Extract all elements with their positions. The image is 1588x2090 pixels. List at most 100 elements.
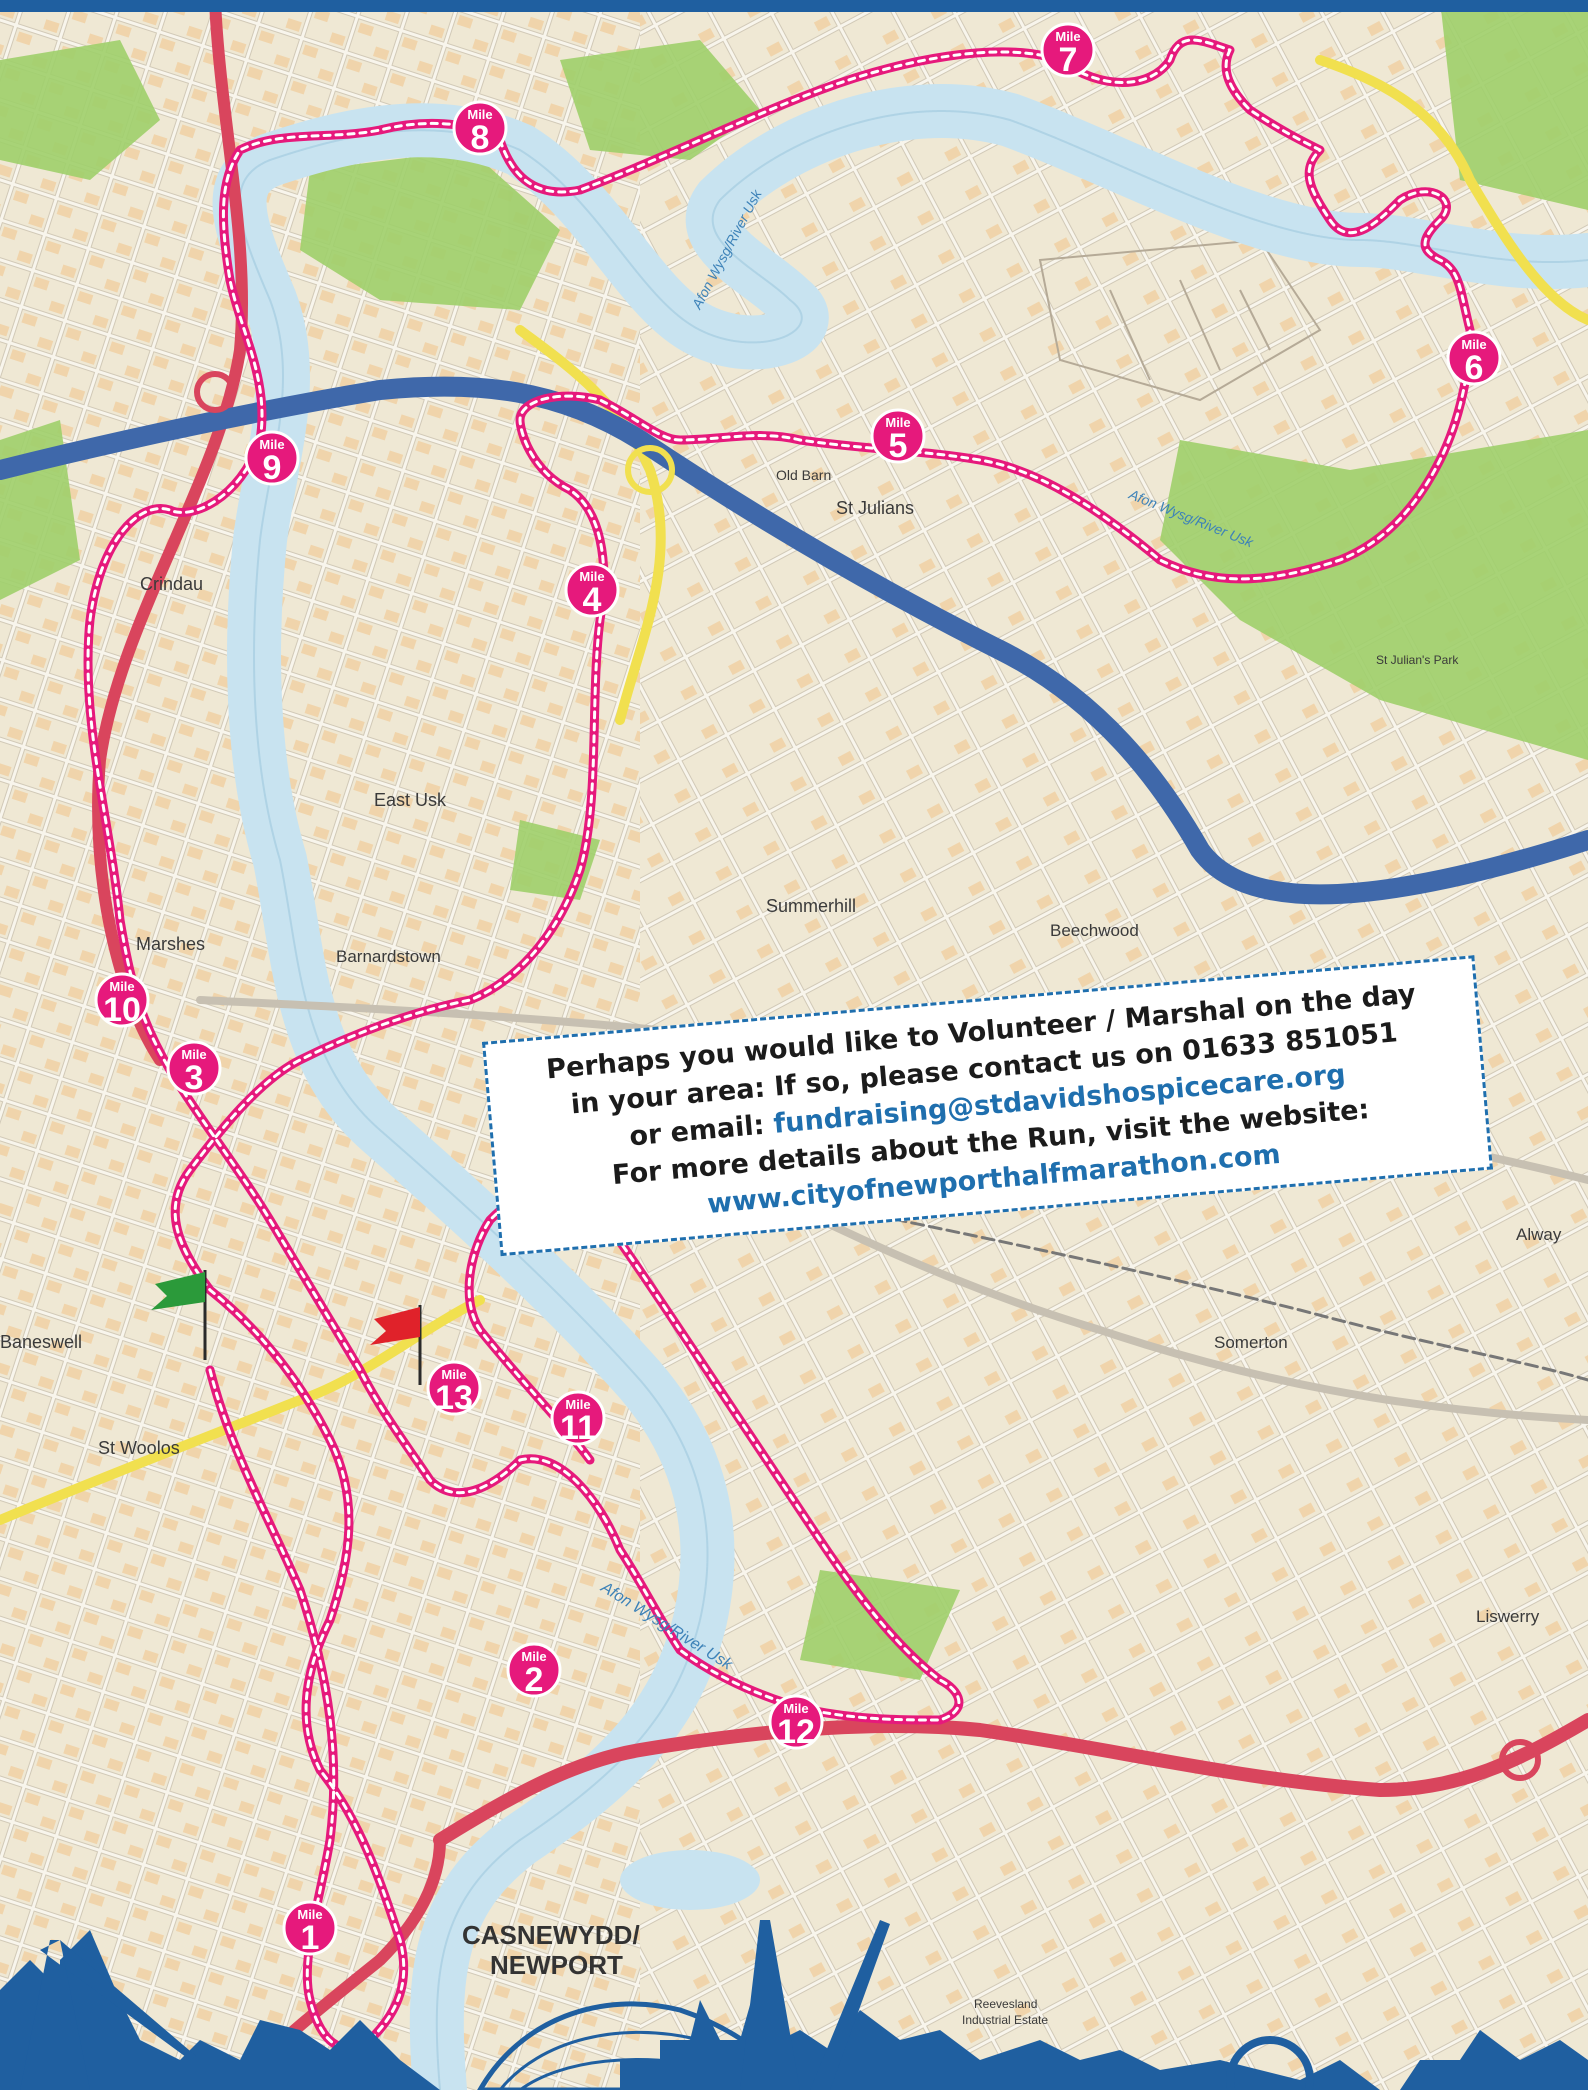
mile-marker-number: 11 xyxy=(560,1409,596,1447)
mile-marker-number: 8 xyxy=(471,119,490,157)
place-crindau: Crindau xyxy=(140,574,203,594)
place-st-julians-park: St Julian's Park xyxy=(1376,653,1459,667)
mile-marker-number: 12 xyxy=(777,1713,815,1751)
mile-marker-prefix: Mile xyxy=(521,1649,546,1664)
road-yellow-roundabout xyxy=(515,325,666,725)
mile-marker-number: 1 xyxy=(301,1919,320,1957)
place-reevesland: Reevesland xyxy=(974,1997,1037,2011)
park-north-east xyxy=(1440,0,1588,210)
park-st-julians-globelands xyxy=(300,150,560,310)
place-somerton: Somerton xyxy=(1214,1333,1288,1352)
header-bar xyxy=(0,0,1588,12)
fields xyxy=(1038,238,1322,402)
mile-marker-prefix: Mile xyxy=(181,1047,206,1062)
mile-marker-circle xyxy=(94,972,150,1028)
roundabout-north xyxy=(194,371,236,413)
place-newport-welsh: CASNEWYDD/ xyxy=(462,1920,640,1950)
skyline-wheel xyxy=(1226,2036,1314,2090)
park-river-bend xyxy=(560,40,760,160)
mile-marker-prefix: Mile xyxy=(297,1907,322,1922)
mile-marker-number: 7 xyxy=(1059,41,1078,79)
mile-marker-number: 13 xyxy=(435,1379,473,1417)
mile-marker-prefix: Mile xyxy=(885,415,910,430)
mile-marker-circle xyxy=(564,562,620,618)
skyline-east xyxy=(1400,2030,1588,2090)
parks xyxy=(0,0,1588,1680)
race-route xyxy=(83,35,1475,2053)
mile-marker-circle xyxy=(282,1900,338,1956)
mile-marker-prefix: Mile xyxy=(467,107,492,122)
place-summerhill: Summerhill xyxy=(766,896,856,916)
place-newport: NEWPORT xyxy=(490,1950,623,1980)
place-liswerry: Liswerry xyxy=(1476,1607,1540,1626)
mile-marker-prefix: Mile xyxy=(579,569,604,584)
mile-marker-circle xyxy=(870,408,926,464)
place-east-usk: East Usk xyxy=(374,790,447,810)
mile-marker-prefix: Mile xyxy=(565,1397,590,1412)
mile-marker-number: 9 xyxy=(263,449,282,487)
mile-marker-circle xyxy=(244,430,300,486)
mile-markers: Mile1Mile2Mile3Mile4Mile5Mile6Mile7Mile8… xyxy=(94,22,1502,1957)
road-motorway-m4 xyxy=(0,376,1588,905)
mile-marker-number: 3 xyxy=(185,1059,204,1097)
skyline-silhouette xyxy=(0,1920,1588,2090)
field-lines-2 xyxy=(1109,279,1271,381)
place-st-julians: St Julians xyxy=(836,498,914,518)
mile-marker-number: 10 xyxy=(103,991,141,1029)
old-dock-water xyxy=(620,1850,760,1910)
place-reevesland-estate: Industrial Estate xyxy=(962,2013,1048,2027)
place-barnardstown: Barnardstown xyxy=(336,947,441,966)
start-flag-icon xyxy=(151,1270,207,1360)
place-beechwood: Beechwood xyxy=(1050,921,1139,940)
mile-marker-circle xyxy=(426,1360,482,1416)
place-st-woolos: St Woolos xyxy=(98,1438,180,1458)
road-red-north xyxy=(92,0,249,1066)
mile-marker-circle xyxy=(1446,330,1502,386)
skyline-transporter-bridge xyxy=(20,1940,196,2090)
mile-marker-number: 6 xyxy=(1465,349,1484,387)
mile-marker-prefix: Mile xyxy=(259,437,284,452)
road-yellow-north-east xyxy=(1315,55,1588,325)
roundabout-m4 xyxy=(625,445,675,495)
road-grey-2 xyxy=(776,1196,1588,1424)
place-baneswell: Baneswell xyxy=(0,1332,82,1352)
mile-marker-prefix: Mile xyxy=(441,1367,466,1382)
road-red-south xyxy=(433,1713,1588,1847)
river-usk-edge xyxy=(238,110,1588,2090)
skyline-buildings xyxy=(0,1930,440,2090)
park-st-julians-park xyxy=(1160,430,1588,760)
field-lines xyxy=(1038,238,1322,402)
park-north-west xyxy=(0,40,160,180)
mile-marker-circle xyxy=(768,1694,824,1750)
mile-marker-prefix: Mile xyxy=(1055,29,1080,44)
finish-flag-icon xyxy=(370,1305,422,1385)
mile-marker-prefix: Mile xyxy=(109,979,134,994)
skyline-centre xyxy=(620,1970,1380,2090)
mile-marker-circle xyxy=(452,100,508,156)
mile-marker-prefix: Mile xyxy=(1461,337,1486,352)
mile-marker-number: 2 xyxy=(525,1661,544,1699)
route-line-dashes xyxy=(86,38,1472,2050)
mile-marker-number: 5 xyxy=(889,427,908,465)
mile-marker-number: 4 xyxy=(583,581,602,619)
place-marshes: Marshes xyxy=(136,934,205,954)
mile-marker-prefix: Mile xyxy=(783,1701,808,1716)
mile-marker-circle xyxy=(550,1390,606,1446)
mile-marker-circle xyxy=(506,1642,562,1698)
mile-marker-circle xyxy=(166,1040,222,1096)
place-old-barn: Old Barn xyxy=(776,467,831,483)
roundabout-south-east xyxy=(1499,1739,1541,1781)
